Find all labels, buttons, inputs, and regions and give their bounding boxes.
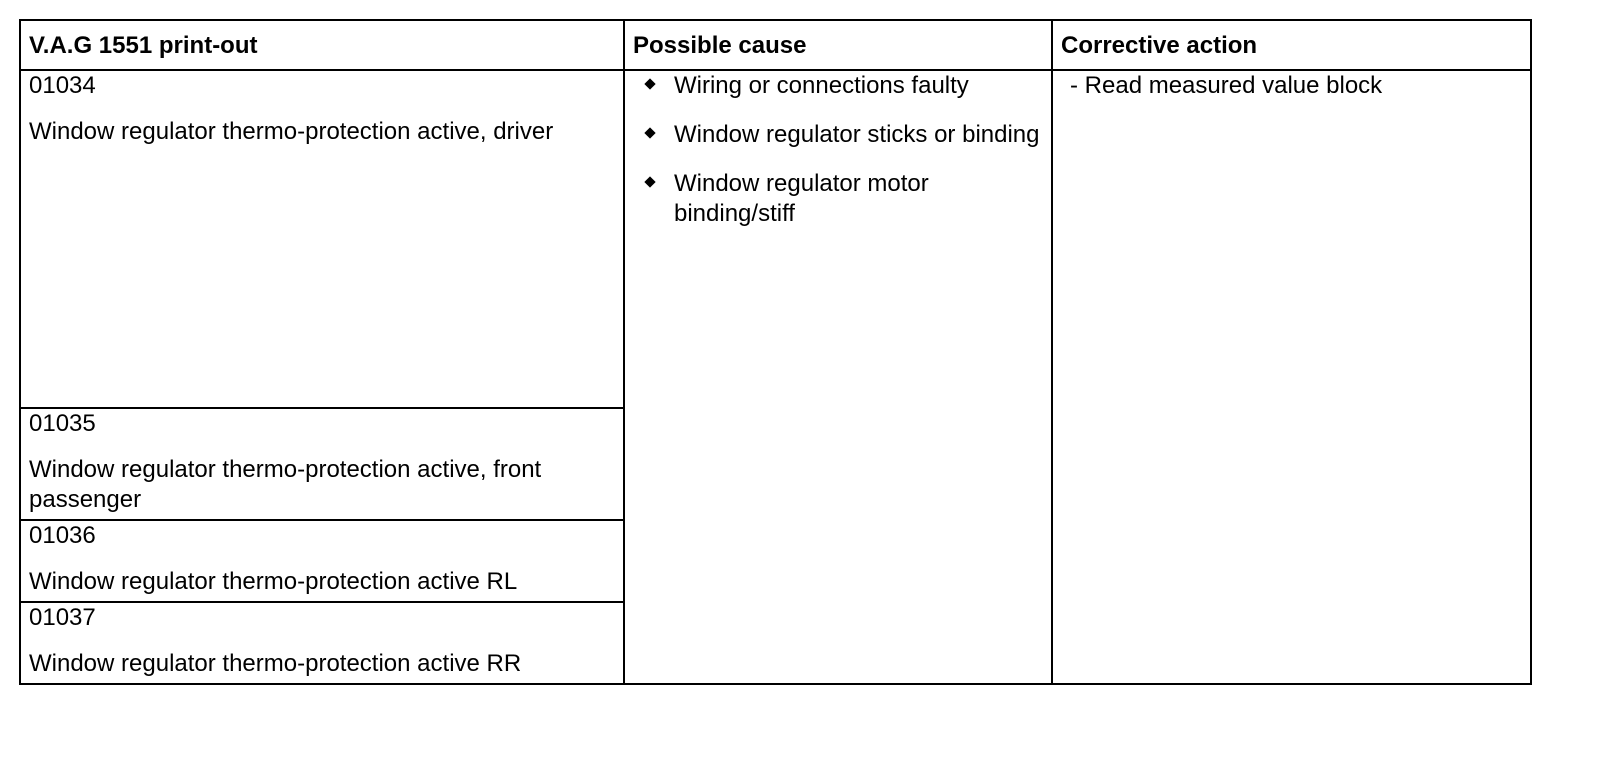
fault-code-table: V.A.G 1551 print-out Possible cause Corr… — [19, 19, 1532, 685]
list-item: Wiring or connections faulty — [644, 71, 1043, 101]
cause-list: Wiring or connections faulty Window regu… — [633, 71, 1043, 586]
diamond-bullet-icon — [644, 176, 656, 188]
corrective-action-text: - Read measured value block — [1070, 72, 1383, 99]
printout-cell: 01037 Window regulator thermo-protection… — [19, 601, 625, 685]
header-corrective-action: Corrective action — [1051, 19, 1532, 71]
header-printout: V.A.G 1551 print-out — [19, 19, 625, 71]
possible-cause-cell: Wiring or connections faulty Window regu… — [623, 69, 1053, 685]
diamond-bullet-icon — [644, 127, 656, 139]
table-row: 01035 Window regulator thermo-protection… — [19, 407, 1531, 521]
header-possible-cause: Possible cause — [623, 19, 1053, 71]
printout-cell: 01035 Window regulator thermo-protection… — [19, 407, 625, 521]
corrective-action-cell: - Read measured value block — [1051, 69, 1532, 685]
fault-code: 01037 — [29, 604, 96, 631]
fault-description: Window regulator thermo-protection activ… — [29, 650, 522, 677]
table-row: 01036 Window regulator thermo-protection… — [19, 519, 1531, 603]
cause-text: Wiring or connections faulty — [674, 72, 969, 99]
cause-text: Window regulator motor binding/stiff — [674, 170, 929, 227]
list-item: Window regulator sticks or binding — [644, 120, 1043, 150]
fault-code: 01034 — [29, 72, 96, 99]
cause-text: Window regulator sticks or binding — [674, 121, 1040, 148]
list-item: Window regulator motor binding/stiff — [644, 169, 1043, 229]
printout-cell: 01034 Window regulator thermo-protection… — [19, 69, 625, 409]
fault-code: 01036 — [29, 522, 96, 549]
table-row: 01034 Window regulator thermo-protection… — [19, 69, 1532, 685]
fault-description: Window regulator thermo-protection activ… — [29, 568, 518, 595]
fault-code: 01035 — [29, 410, 96, 437]
fault-description: Window regulator thermo-protection activ… — [29, 456, 542, 513]
table-row: 01037 Window regulator thermo-protection… — [19, 601, 1531, 685]
printout-cell: 01036 Window regulator thermo-protection… — [19, 519, 625, 603]
table-header-row: V.A.G 1551 print-out Possible cause Corr… — [19, 19, 1532, 71]
diamond-bullet-icon — [644, 78, 656, 90]
fault-description: Window regulator thermo-protection activ… — [29, 118, 554, 145]
